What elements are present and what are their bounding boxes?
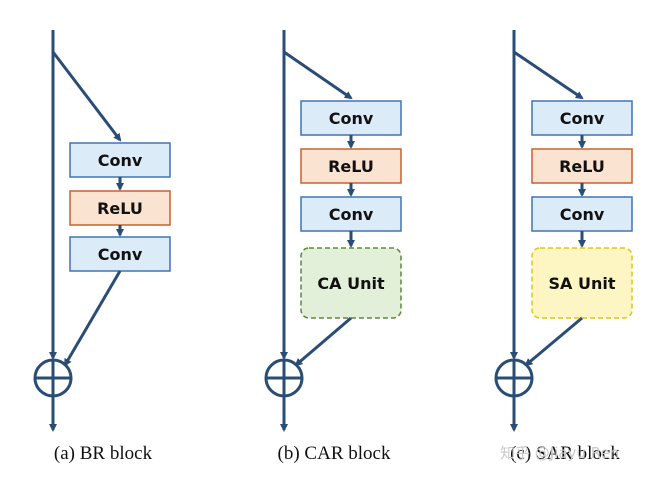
panel-caption: (a) BR block <box>54 443 153 464</box>
conv-layer-label: Conv <box>98 245 143 264</box>
conv-layer-label: Conv <box>560 109 605 128</box>
conv-layer-box <box>531 196 633 232</box>
merge-arrow <box>294 316 352 367</box>
panel-caption: (c) SAR block <box>510 443 620 464</box>
sa-layer-label: SA Unit <box>549 274 616 293</box>
conv-layer-label: Conv <box>98 151 143 170</box>
relu-layer-label: ReLU <box>328 157 374 176</box>
panel-caption: (b) CAR block <box>278 443 391 464</box>
merge-arrow <box>63 270 122 367</box>
branch-arrow <box>51 51 122 142</box>
ca-layer-label: CA Unit <box>317 274 385 293</box>
conv-layer-label: Conv <box>329 109 374 128</box>
conv-layer-label: Conv <box>329 205 374 224</box>
relu-layer-label: ReLU <box>97 199 143 218</box>
relu-layer-box <box>300 148 402 184</box>
conv-layer-box <box>69 236 171 272</box>
relu-layer-box <box>531 148 633 184</box>
merge-arrow <box>524 316 583 367</box>
conv-layer-label: Conv <box>560 205 605 224</box>
relu-layer-box <box>69 190 171 226</box>
watermark: 知乎 @Jiayu Ren <box>500 444 619 462</box>
branch-arrow <box>513 50 584 100</box>
conv-layer-box <box>531 100 633 136</box>
branch-arrow <box>283 50 353 100</box>
conv-layer-box <box>300 100 402 136</box>
relu-layer-label: ReLU <box>559 157 605 176</box>
